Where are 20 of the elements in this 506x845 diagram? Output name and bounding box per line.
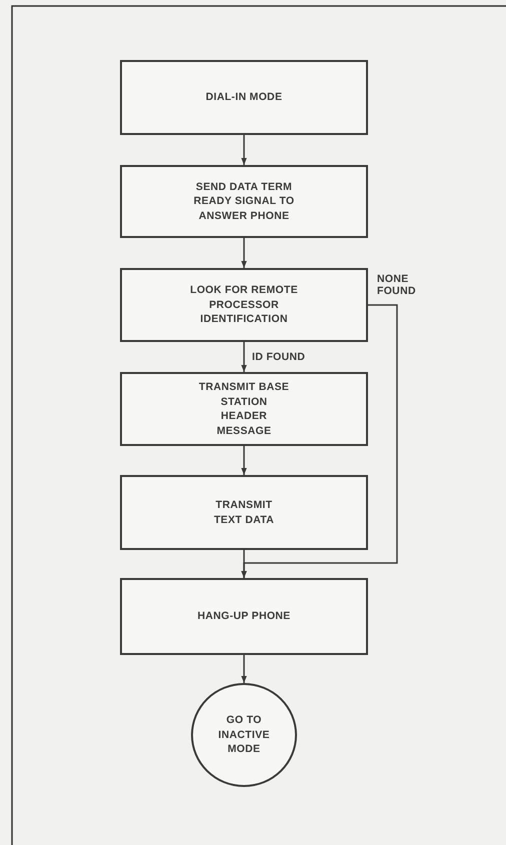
node-label: TRANSMIT BASE STATION HEADER MESSAGE [198,380,290,438]
node-label: GO TO INACTIVE MODE [217,713,271,757]
process-box [120,475,368,550]
process-box [120,578,368,655]
arrow [241,135,247,165]
arrow [241,446,247,475]
arrow [241,304,398,578]
process-box [120,165,368,238]
process-box [120,60,368,135]
node-label: DIAL-IN MODE [206,90,282,105]
process-box [120,268,368,342]
process-box [120,372,368,446]
arrow [241,655,247,683]
edge-label: ID FOUND [252,351,306,363]
node-label: LOOK FOR REMOTE PROCESSOR IDENTIFICATION [189,283,299,327]
node-label: HANG-UP PHONE [198,609,290,624]
arrow [241,342,247,372]
node-label: TRANSMIT TEXT DATA [212,498,276,527]
node-label: SEND DATA TERM READY SIGNAL TO ANSWER PHONE [192,180,296,224]
arrow [241,238,247,268]
